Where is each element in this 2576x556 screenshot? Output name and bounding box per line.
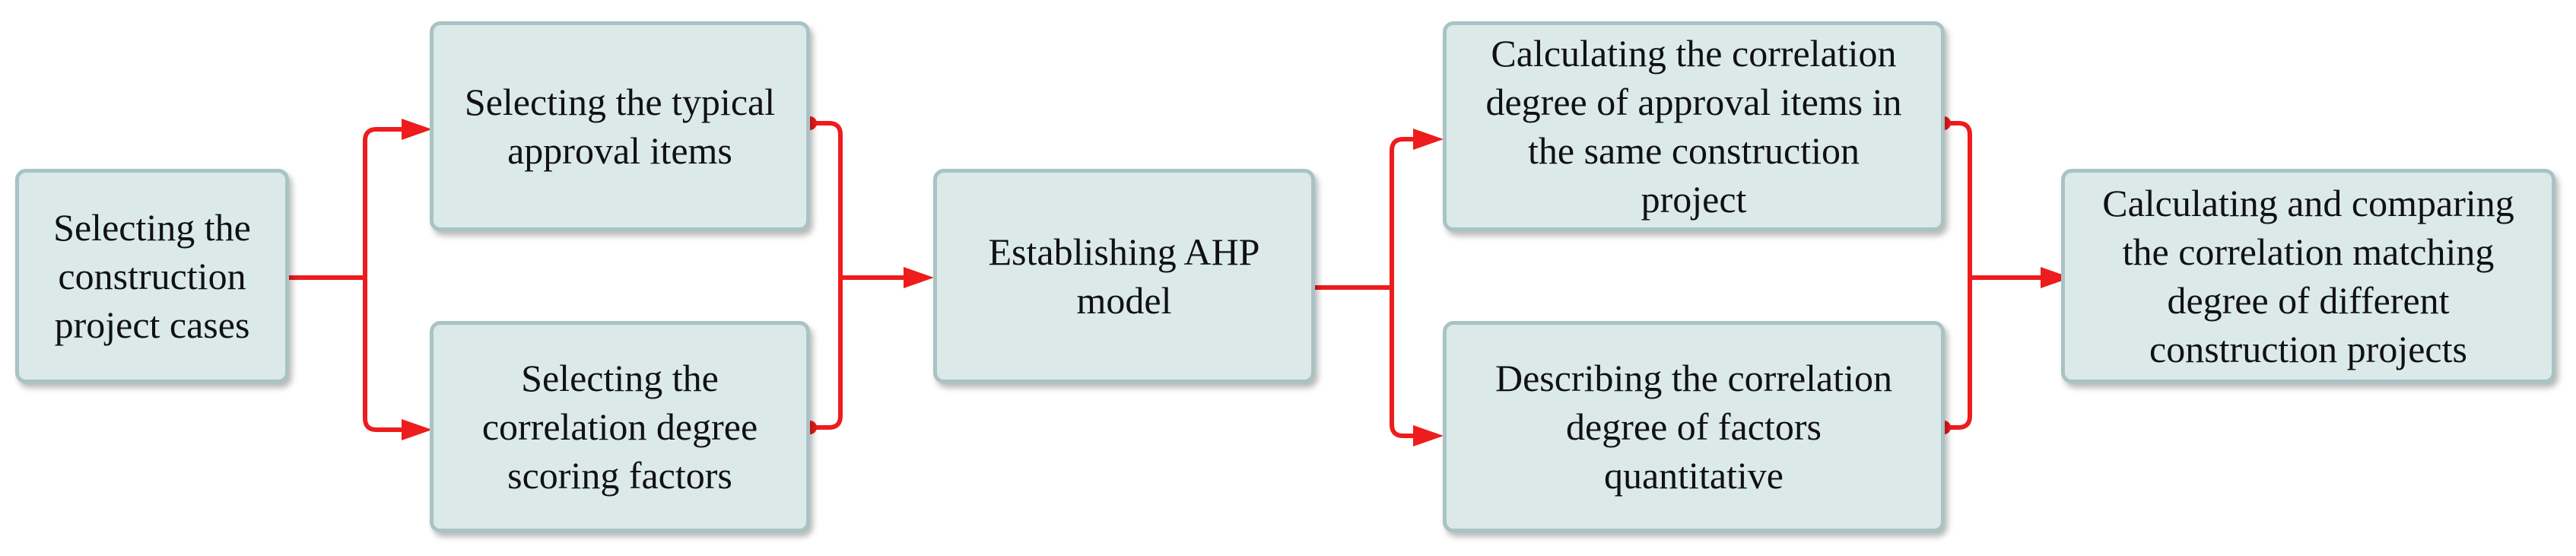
node-label: Selecting the construction project cases [53,206,251,346]
arrowhead-n4 [904,267,934,288]
node-selecting-scoring-factors: Selecting the correlation degree scoring… [430,321,810,532]
edge-n6-merge [1942,275,1972,430]
edge-split-n3 [363,275,409,432]
node-establishing-ahp-model: Establishing AHP model [933,169,1315,383]
node-describing-factor-correlation: Describing the correlation degree of fac… [1443,321,1945,532]
node-comparing-matching-degree: Calculating and comparing the correlatio… [2061,169,2555,383]
node-label: Calculating and comparing the correlatio… [2102,182,2514,370]
node-calculating-approval-correlation: Calculating the correlation degree of ap… [1443,21,1945,231]
arrowhead-n6 [1413,425,1444,446]
node-selecting-approval-items: Selecting the typical approval items [430,21,810,231]
arrowhead-n7 [2041,267,2071,288]
node-label: Selecting the correlation degree scoring… [481,357,758,497]
edge-split-n5 [1390,137,1421,290]
node-label: Describing the correlation degree of fac… [1494,357,1893,497]
edge-n5-merge [1942,121,1972,280]
edge-split-n6 [1390,285,1421,438]
arrowhead-n3 [402,419,432,440]
arrowhead-n2 [402,119,432,140]
edge-split-n2 [363,127,409,280]
edge-n3-merge [808,275,843,430]
node-label: Calculating the correlation degree of ap… [1485,32,1902,221]
node-selecting-project-cases: Selecting the construction project cases [15,169,289,383]
node-label: Establishing AHP model [988,230,1260,322]
node-label: Selecting the typical approval items [464,81,776,172]
arrowhead-n5 [1413,129,1444,150]
edge-n2-merge [808,121,843,280]
